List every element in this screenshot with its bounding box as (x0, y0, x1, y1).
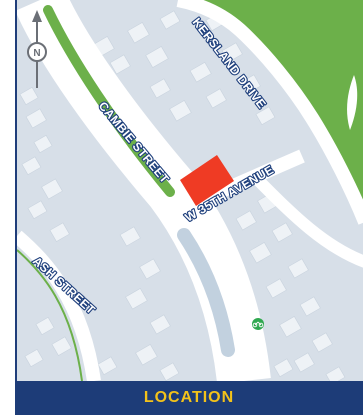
legend-bar: LOCATION (15, 381, 363, 415)
cambie-median-grey (177, 228, 235, 357)
ash-road (17, 230, 101, 381)
map-panel: N CAMBIE STREET W 35TH AVENUE KERSLAND D… (15, 0, 363, 381)
bike-icon (252, 318, 264, 330)
park-area (178, 0, 363, 218)
building-footprints (19, 10, 346, 381)
north-label: N (33, 48, 40, 59)
map-canvas: N CAMBIE STREET W 35TH AVENUE KERSLAND D… (17, 0, 363, 381)
legend-title: LOCATION (143, 389, 235, 406)
side-road (249, 171, 363, 268)
ash-green-edge (17, 249, 83, 381)
kersland-road (176, 0, 363, 225)
cambie-median-green (43, 5, 175, 197)
north-arrow-icon: N (27, 10, 47, 88)
park-path (347, 75, 358, 130)
subject-site-marker (180, 155, 234, 206)
